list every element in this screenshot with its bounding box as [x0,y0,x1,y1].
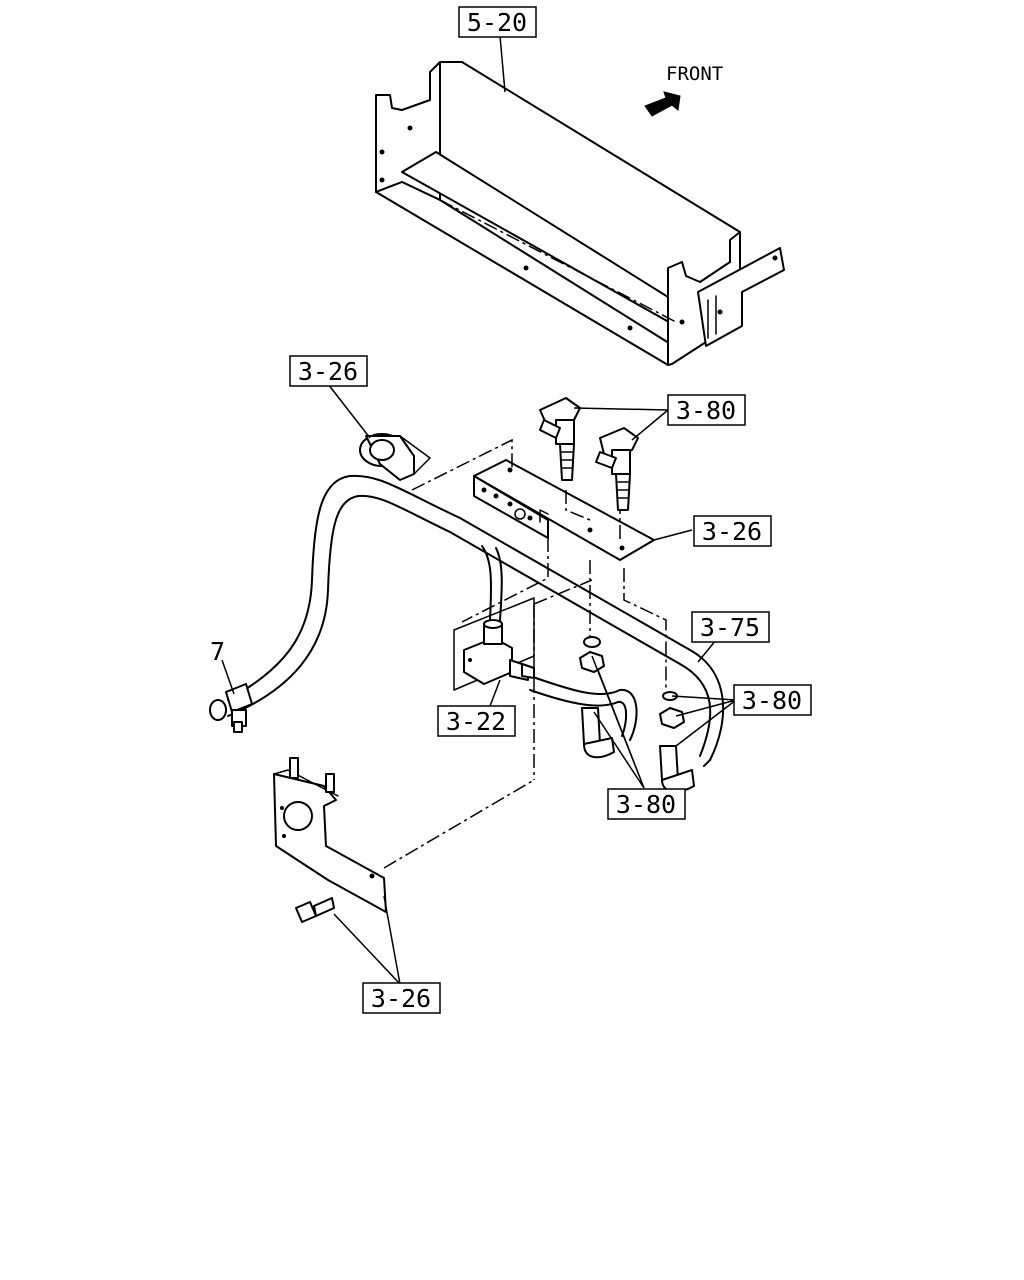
part-number-7: 7 [210,637,225,666]
callout-label: 3-22 [446,707,506,736]
battery-tray [375,61,785,366]
callout-label: 3-80 [676,396,736,425]
front-arrow-icon [644,91,681,117]
callout-3-22[interactable]: 3-22 [437,705,516,737]
callout-label: 3-80 [616,790,676,819]
front-direction-indicator: FRONT [644,63,723,117]
callout-3-26-bolt[interactable]: 3-26 [362,982,441,1014]
callout-3-26-clamp[interactable]: 3-26 [289,355,368,387]
upper-valve-fittings [539,397,639,511]
callout-label: 3-26 [702,517,762,546]
callout-3-80-lower[interactable]: 3-80 [607,788,686,820]
callout-3-80-upper[interactable]: 3-80 [667,394,746,426]
lower-fittings [579,636,711,793]
callout-label: 5-20 [467,8,527,37]
callout-5-20[interactable]: 5-20 [458,6,537,38]
pipe-clamp-block [359,433,431,481]
mounting-bolt [295,897,335,923]
callout-3-75[interactable]: 3-75 [691,611,770,643]
callout-label: 3-75 [700,613,760,642]
air-pipe-loop [227,474,725,761]
valve-assembly [453,597,535,691]
callout-3-80-right[interactable]: 3-80 [733,684,812,716]
callout-3-26-plate[interactable]: 3-26 [693,515,772,547]
callout-label: 3-80 [742,686,802,715]
lower-mounting-bracket [273,757,387,913]
callout-label: 3-26 [298,357,358,386]
front-label: FRONT [666,63,723,85]
callout-label: 3-26 [371,984,431,1013]
